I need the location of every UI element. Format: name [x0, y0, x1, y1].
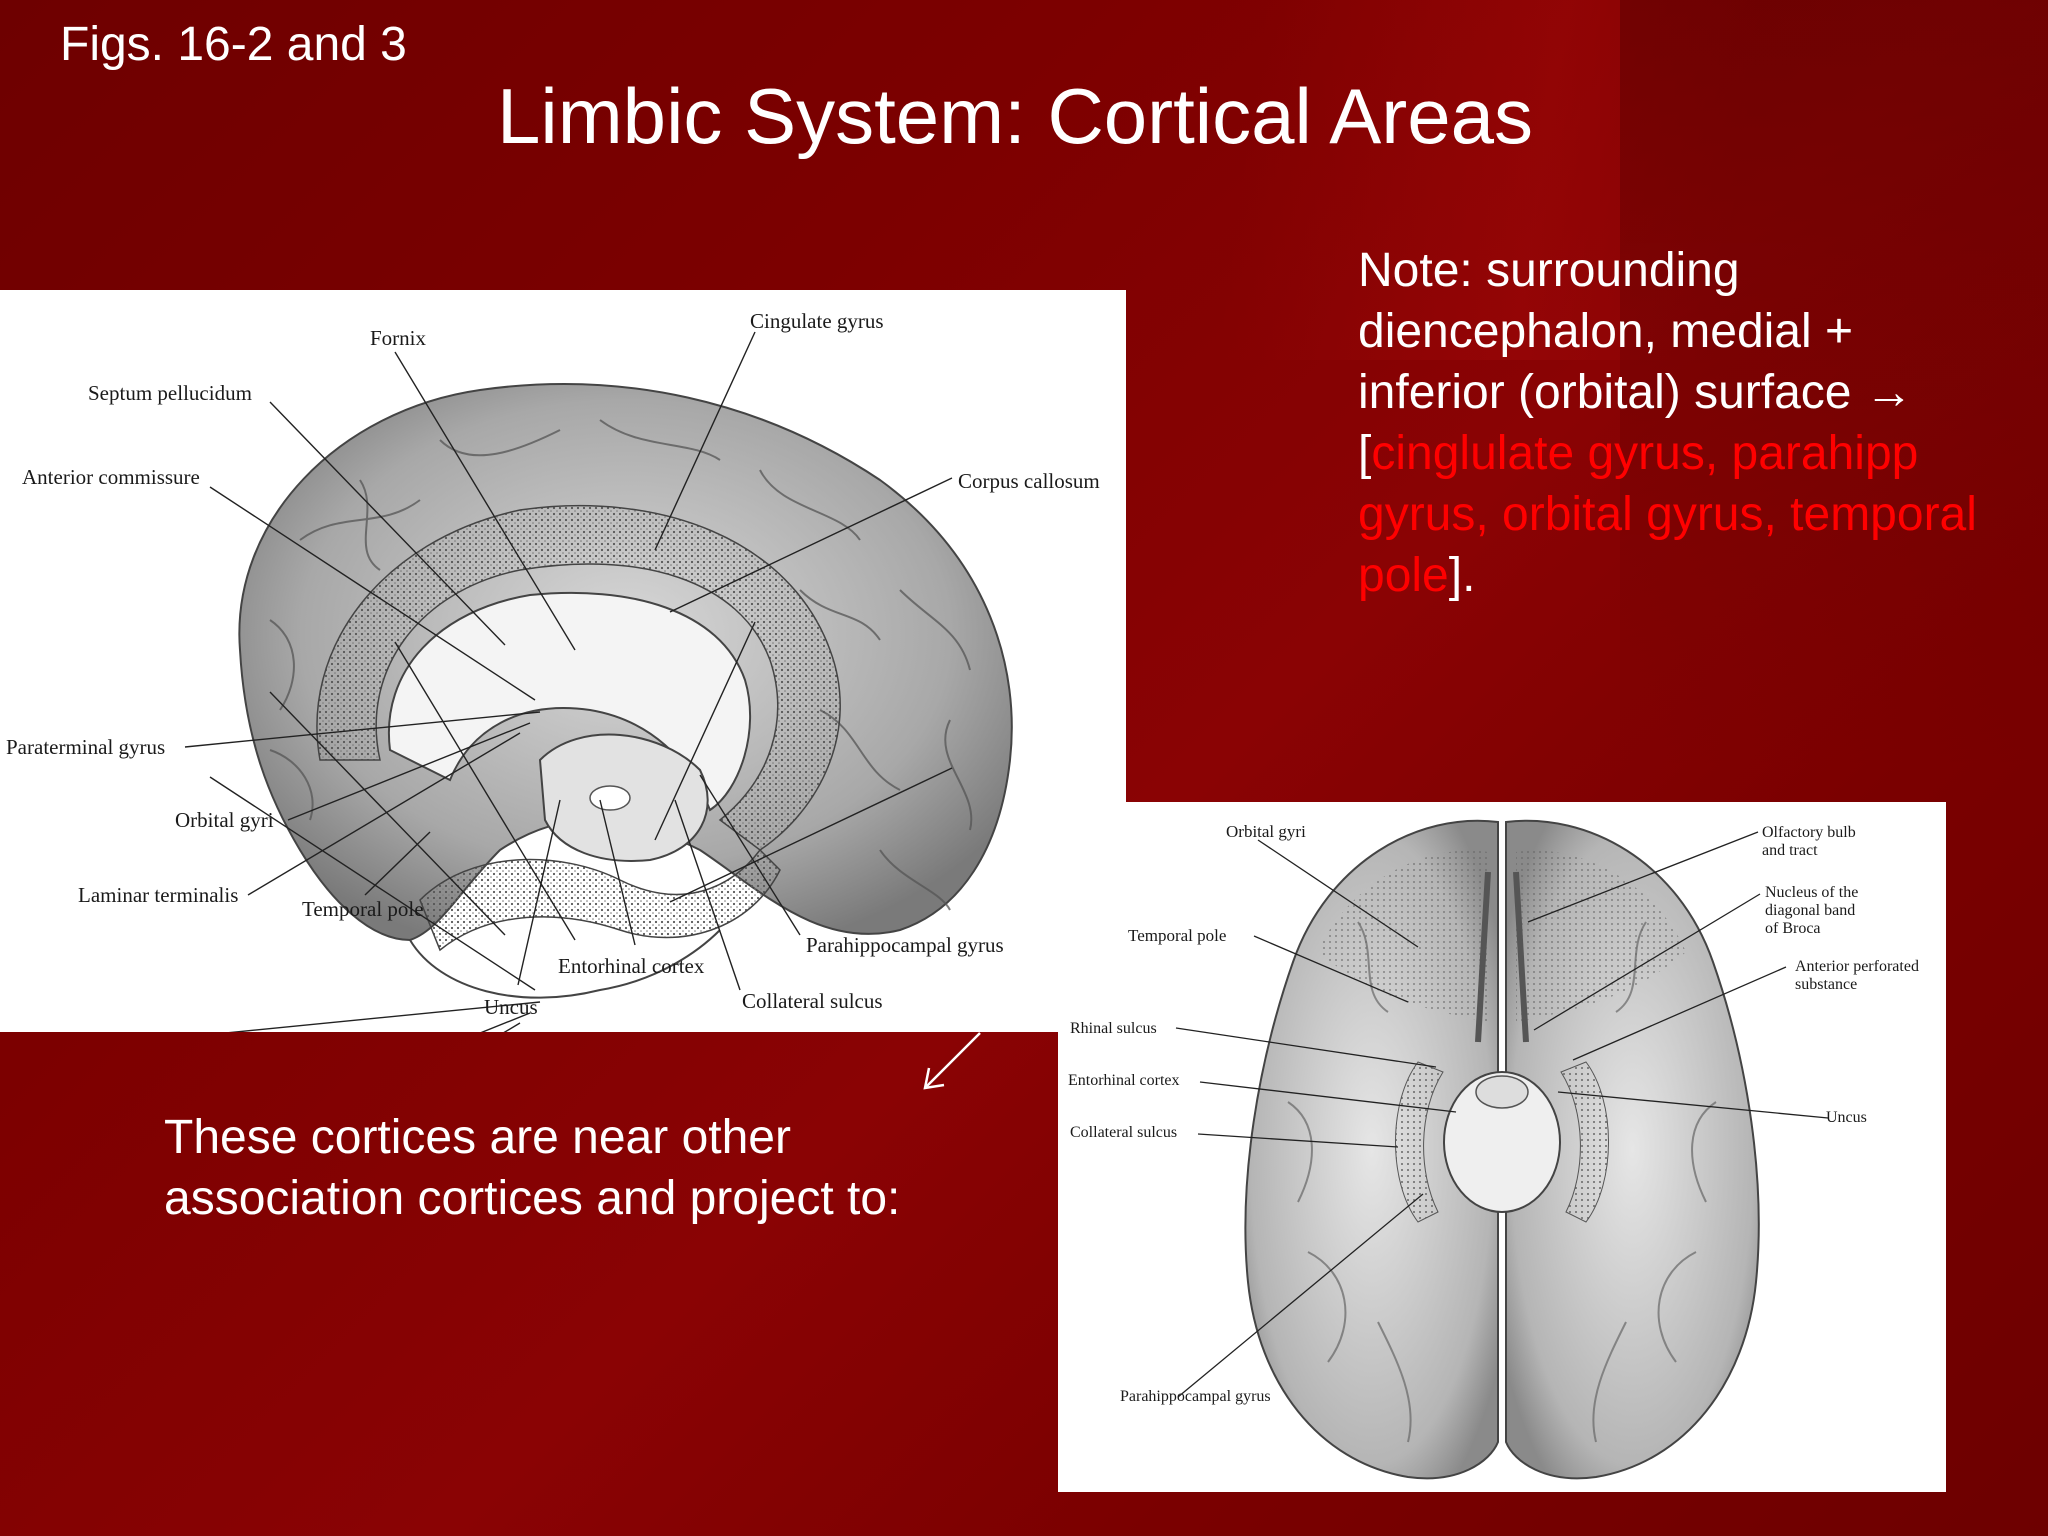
label-collateral-sulcus: Collateral sulcus — [742, 989, 883, 1013]
label-cingulate-gyrus: Cingulate gyrus — [750, 309, 884, 333]
label-parahippocampal-gyrus-2: Parahippocampal gyrus — [1120, 1388, 1271, 1405]
label-orbital-gyri-2: Orbital gyri — [1226, 822, 1306, 841]
label-anterior-perforated-line1: Anterior perforated — [1795, 958, 1919, 975]
note-text: Note: surrounding diencephalon, medial +… — [1358, 240, 1998, 606]
arrow-right-icon: → — [1864, 366, 1913, 419]
label-entorhinal-cortex: Entorhinal cortex — [558, 954, 705, 978]
label-entorhinal-cortex-2: Entorhinal cortex — [1068, 1072, 1180, 1089]
label-paraterminal-gyrus: Paraterminal gyrus — [6, 735, 165, 759]
cingulate-band — [316, 504, 841, 851]
label-temporal-pole: Temporal pole — [302, 897, 424, 921]
medial-brain-figure: Fornix Cingulate gyrus Septum pellucidum… — [0, 290, 1126, 1032]
parahippocampal-band — [419, 848, 781, 952]
label-fornix: Fornix — [370, 326, 427, 350]
label-uncus-2: Uncus — [1826, 1109, 1867, 1126]
label-anterior-perforated-line2: substance — [1795, 976, 1857, 993]
figure-reference: Figs. 16-2 and 3 — [60, 18, 407, 71]
label-nucleus-line3: of Broca — [1765, 920, 1821, 937]
label-rhinal-sulcus: Rhinal sulcus — [1070, 1020, 1157, 1037]
label-laminar-terminalis: Laminar terminalis — [78, 883, 238, 907]
medial-brain-illustration: Fornix Cingulate gyrus Septum pellucidum… — [6, 309, 1100, 1032]
label-orbital-gyri: Orbital gyri — [175, 808, 274, 832]
label-parahippocampal-gyrus: Parahippocampal gyrus — [806, 933, 1004, 957]
label-temporal-pole-2: Temporal pole — [1128, 926, 1226, 945]
label-corpus-callosum: Corpus callosum — [958, 469, 1100, 493]
label-olfactory-bulb-line2: and tract — [1762, 842, 1818, 859]
slide-title: Limbic System: Cortical Areas — [497, 72, 1533, 160]
label-nucleus-line2: diagonal band — [1765, 902, 1855, 919]
leader-lines-2 — [1175, 831, 1829, 1398]
label-nucleus-line1: Nucleus of the — [1765, 884, 1858, 901]
label-uncus: Uncus — [484, 995, 538, 1019]
leader-lines — [209, 621, 953, 1032]
inferior-brain-figure: Orbital gyri Olfactory bulb and tract Nu… — [1058, 802, 1946, 1492]
label-anterior-commissure: Anterior commissure — [22, 465, 200, 489]
note-close: ]. — [1448, 549, 1476, 602]
label-olfactory-bulb-line1: Olfactory bulb — [1762, 824, 1856, 841]
midbrain — [1443, 1071, 1561, 1213]
corpus-callosum-shape — [387, 591, 752, 812]
note-open-bracket: [ — [1358, 427, 1372, 480]
gyri-folds — [269, 419, 973, 911]
bottom-text: These cortices are near other associatio… — [164, 1111, 901, 1225]
label-septum-pellucidum: Septum pellucidum — [88, 381, 252, 405]
label-collateral-sulcus-2: Collateral sulcus — [1070, 1124, 1177, 1141]
note-prefix: Note: surrounding diencephalon, medial +… — [1358, 244, 1854, 419]
note-highlight: cinglulate gyrus, parahipp gyrus, orbita… — [1358, 427, 1977, 602]
inferior-brain-illustration: Orbital gyri Olfactory bulb and tract Nu… — [1068, 819, 1919, 1480]
